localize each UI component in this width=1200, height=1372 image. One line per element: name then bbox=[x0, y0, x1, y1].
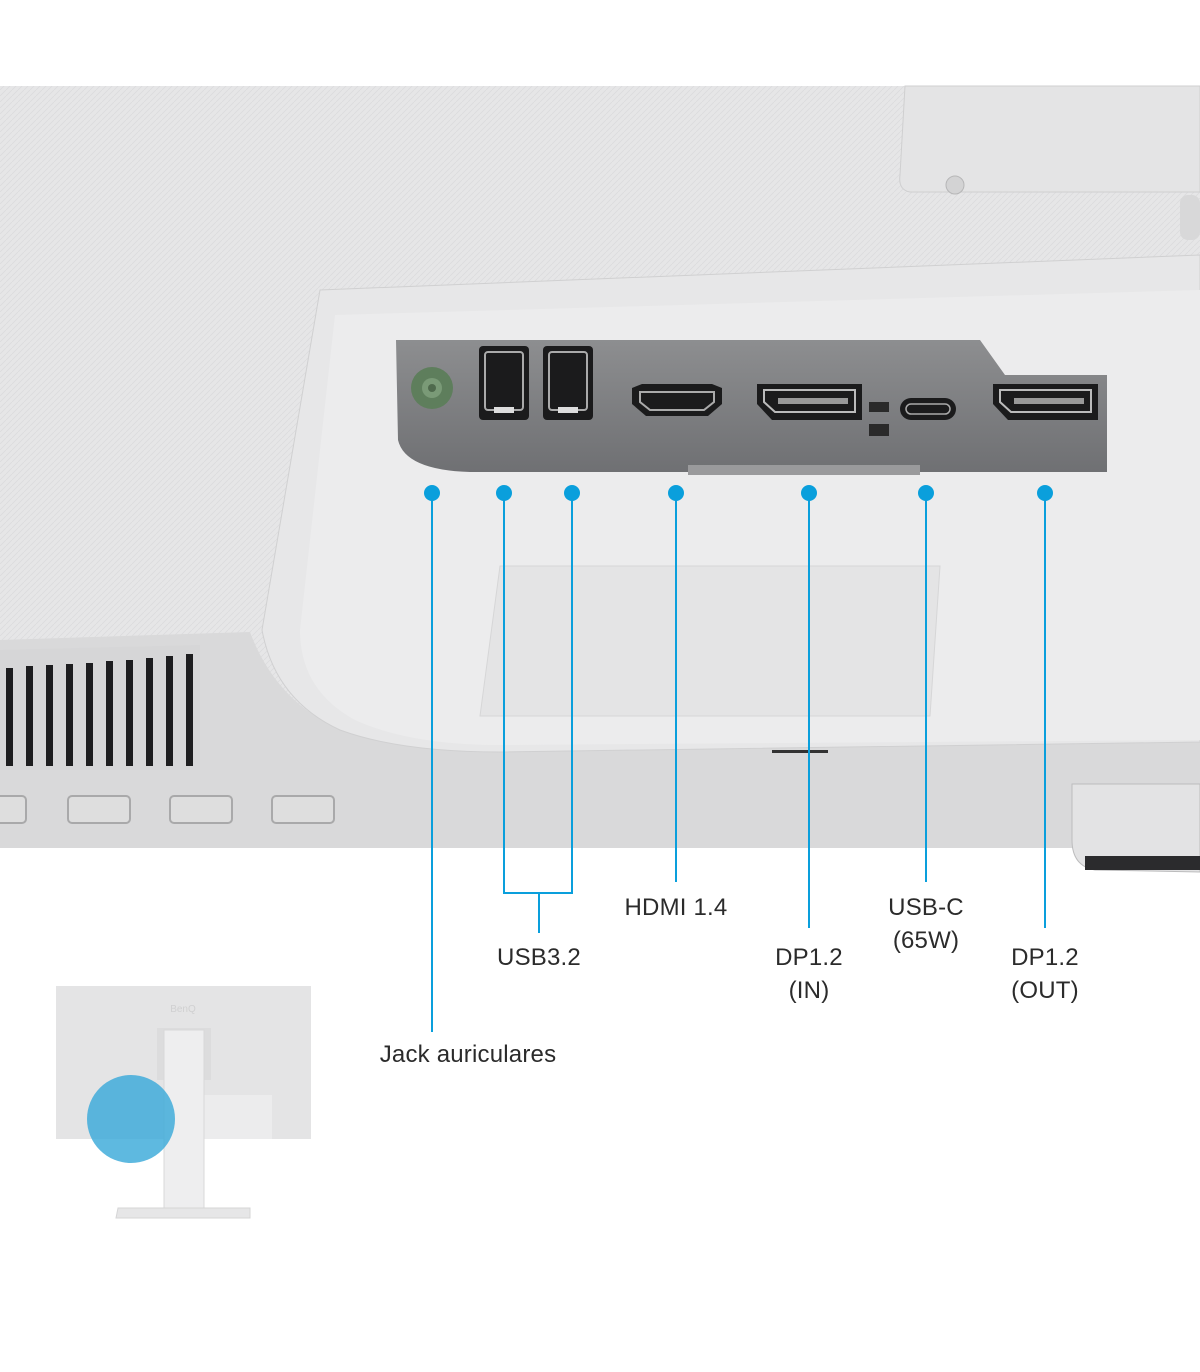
displayport-in-port bbox=[757, 384, 862, 420]
hdmi-port bbox=[632, 384, 722, 416]
bottom-feet bbox=[0, 795, 335, 824]
callout-lines bbox=[431, 493, 1046, 1032]
label-dp-out: DP1.2(OUT) bbox=[1011, 944, 1079, 1004]
screw-icon bbox=[945, 175, 965, 195]
label-usb-c: USB-C(65W) bbox=[888, 894, 964, 954]
usb-c-port bbox=[900, 398, 956, 420]
label-jack: Jack auriculares bbox=[379, 1041, 557, 1068]
displayport-out-port bbox=[993, 384, 1098, 420]
monitor-thumbnail: BenQ bbox=[56, 986, 311, 1219]
usb-a-port-2 bbox=[543, 346, 593, 420]
label-usb: USB3.2 bbox=[497, 944, 581, 971]
label-hdmi: HDMI 1.4 bbox=[624, 894, 728, 921]
stand-mount bbox=[899, 85, 1200, 193]
stand-base bbox=[1071, 783, 1200, 873]
label-dp-in: DP1.2(IN) bbox=[775, 944, 843, 1004]
headphone-jack-port bbox=[411, 367, 453, 409]
callout-dots bbox=[424, 485, 1053, 501]
highlight-circle bbox=[87, 1075, 175, 1163]
brand-logo: BenQ bbox=[170, 1004, 196, 1015]
vent-grille bbox=[0, 645, 200, 770]
usb-a-port-1 bbox=[479, 346, 529, 420]
